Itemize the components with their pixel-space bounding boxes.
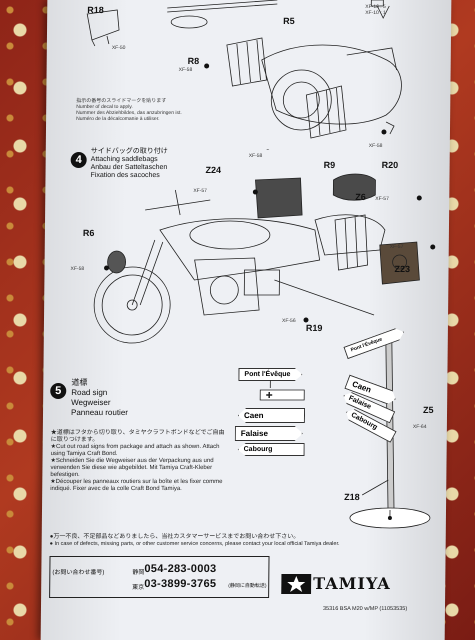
paint-xf58-b: XF-58 <box>248 153 263 159</box>
footer-en-note: ● In case of defects, missing parts, or … <box>49 541 340 547</box>
paint-xf50: XF-50 <box>111 45 126 51</box>
instruction-sheet: R18 XF-50 R5 XF-16 : 5 XF-10 : 1 R8 XF-5… <box>40 0 452 640</box>
sign-falaise: Falaise <box>235 426 303 441</box>
paint-xf64: XF-64 <box>412 424 427 430</box>
sign-caen: Caen <box>238 408 305 423</box>
decal-note: 指示の番号のスライドマークを貼ります Number of decal to ap… <box>76 98 182 122</box>
part-z18: Z18 <box>344 492 360 502</box>
paint-xf57-b: XF-57 <box>375 196 389 202</box>
paint-xf10: XF-10 : 1 <box>365 10 386 16</box>
phone-tokyo: 03-3899-3765 <box>144 578 217 590</box>
sign-cabourg: Cabourg <box>238 443 305 456</box>
sign-post-top <box>259 380 305 401</box>
tamiya-brand: TAMIYA <box>313 574 391 593</box>
step5-number: 5 <box>50 383 67 399</box>
contact-hours: (静岡に自動転送) <box>228 583 267 589</box>
part-z5: Z5 <box>423 405 434 415</box>
signpost-drawing <box>349 337 431 529</box>
part-z24: Z24 <box>205 165 222 175</box>
part-r9: R9 <box>323 160 336 170</box>
paint-xf57-a: XF-57 <box>193 188 208 194</box>
paint-xf58-a: XF-58 <box>178 67 193 73</box>
part-z23: Z23 <box>394 264 411 274</box>
paint-xf58-d: XF-58 <box>70 266 85 272</box>
footer-jp-note: ●万一不良、不足部品などありましたら、当社カスタマーサービスまでお問い合わせ下さ… <box>49 534 300 540</box>
contact-label: (お問い合わせ番号) <box>52 570 105 576</box>
part-r8: R8 <box>187 56 200 66</box>
part-r6: R6 <box>82 228 95 238</box>
paint-xf57-c: XF-57 <box>389 244 404 250</box>
step4-drawing <box>93 173 436 344</box>
part-r18: R18 <box>87 5 104 15</box>
step3-drawing <box>86 0 402 150</box>
contact-box: (お問い合わせ番号) 静岡 054-283-0003 東京 03-3899-37… <box>49 556 270 598</box>
product-code: 35316 BSA M20 w/MP (11053535) <box>322 606 408 612</box>
part-r5: R5 <box>283 16 295 26</box>
tamiya-star-logo <box>281 574 312 594</box>
paint-xf56: XF-56 <box>281 318 296 324</box>
paint-xf58-c: XF-58 <box>368 143 383 149</box>
part-z6: Z6 <box>355 192 366 202</box>
step5-title: 道標 Road sign Wegweiser Panneau routier <box>70 378 129 417</box>
step4-number: 4 <box>70 152 87 168</box>
part-r19: R19 <box>305 323 323 333</box>
part-r20: R20 <box>381 160 399 170</box>
contact-city1: 静岡 <box>132 570 145 576</box>
contact-city2: 東京 <box>132 585 145 591</box>
step5-notes: ★道標はフタから切り取り、タミヤクラフトボンドなどでご自由に取りつけます。 ★C… <box>50 430 225 492</box>
phone-shizuoka: 054-283-0003 <box>144 563 217 575</box>
